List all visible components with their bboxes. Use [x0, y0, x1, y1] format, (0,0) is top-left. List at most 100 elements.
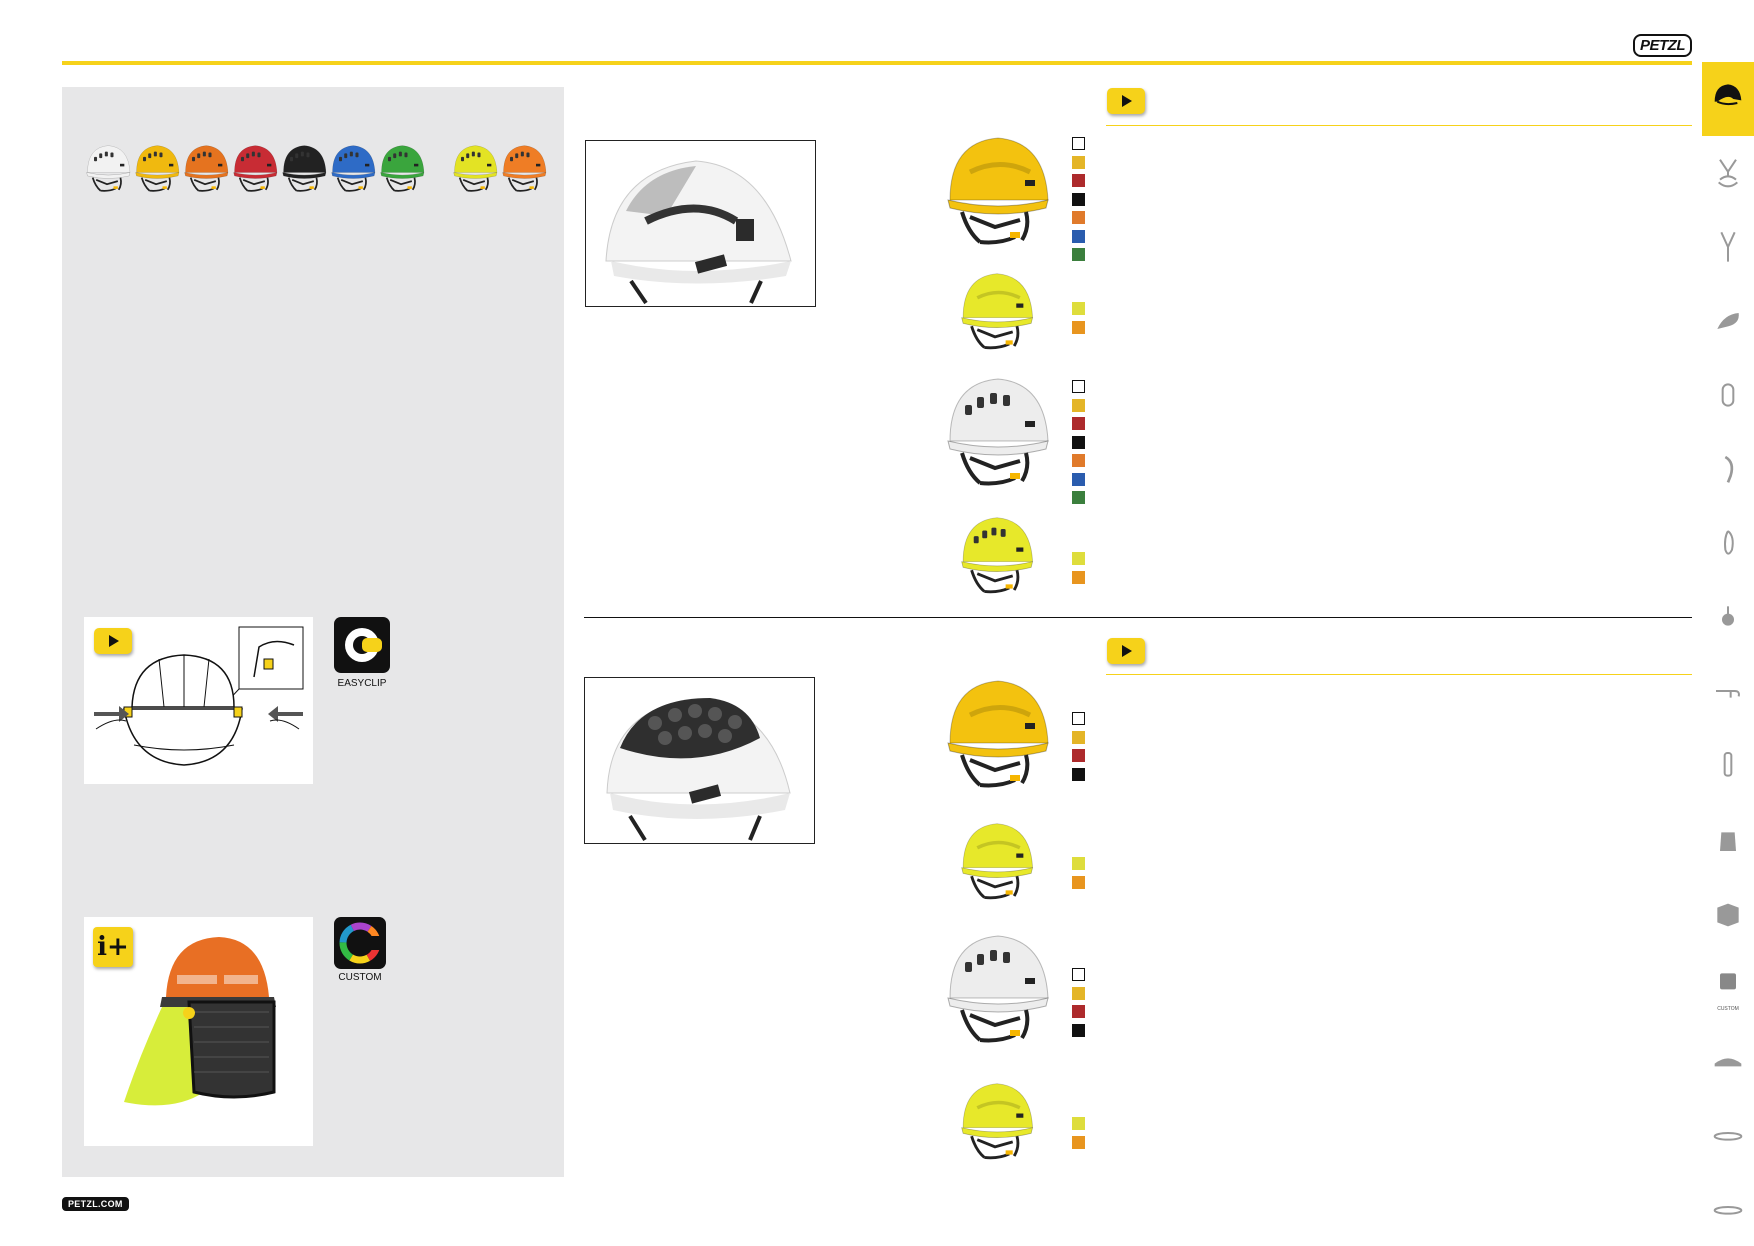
anchor-icon	[1716, 690, 1740, 698]
tab-anchor[interactable]	[1702, 654, 1754, 728]
color-option-helmet	[83, 143, 131, 192]
easyclip-icon	[334, 617, 390, 673]
tab-harness[interactable]	[1702, 136, 1754, 210]
rope-clamp-icon	[1724, 455, 1734, 483]
tab-bag[interactable]	[1702, 802, 1754, 876]
color-swatch	[1072, 1023, 1085, 1037]
info-plus-button[interactable]: i+	[93, 927, 133, 967]
tab-descender[interactable]	[1702, 284, 1754, 358]
header-rule	[62, 61, 1692, 65]
color-swatch	[1072, 767, 1085, 781]
vertex-helmet-variant	[956, 512, 1034, 605]
tab-rope[interactable]	[1702, 728, 1754, 802]
color-option-helmet	[132, 143, 180, 192]
color-swatch	[1072, 1005, 1085, 1018]
strato-helmet-variant	[940, 930, 1050, 1055]
feature-image-shell	[585, 140, 816, 307]
color-swatch	[1072, 986, 1085, 1000]
color-swatch	[1072, 417, 1085, 430]
custom-label: CUSTOM	[338, 972, 382, 983]
section2-video-button[interactable]	[1107, 638, 1145, 664]
color-swatch	[1072, 174, 1085, 187]
color-swatch	[1072, 1135, 1085, 1149]
tab-connector[interactable]	[1702, 506, 1754, 580]
color-wheel-icon	[334, 917, 386, 969]
play-icon	[109, 635, 119, 647]
pulley-icon	[1722, 606, 1734, 626]
petzl-logo: PETZL	[1633, 34, 1692, 57]
color-swatch	[1072, 491, 1085, 504]
custom-icon	[1720, 973, 1736, 990]
color-swatch	[1072, 454, 1085, 467]
tab-lanyard[interactable]	[1702, 210, 1754, 284]
color-swatch	[1072, 137, 1085, 150]
tab-headlamp-band-2[interactable]	[1702, 1172, 1754, 1246]
tab-helmet[interactable]	[1702, 62, 1754, 136]
headlamp-band-icon	[1713, 1132, 1743, 1141]
color-swatch	[1072, 570, 1085, 584]
custom-accessories-image	[84, 917, 313, 1146]
custom-tab-caption: CUSTOM	[1717, 1006, 1739, 1012]
tab-kit-box[interactable]	[1702, 876, 1754, 950]
color-swatch	[1072, 211, 1085, 224]
strato-helmet-variant	[940, 675, 1050, 800]
color-swatch	[1072, 1117, 1085, 1130]
color-option-helmet	[499, 143, 547, 192]
color-swatch	[1072, 229, 1085, 243]
color-swatch	[1072, 155, 1085, 169]
petzl-url[interactable]: PETZL.COM	[62, 1197, 129, 1211]
tab-rope-clamp[interactable]	[1702, 432, 1754, 506]
tab-headlamp-band[interactable]	[1702, 1098, 1754, 1172]
color-swatch	[1072, 857, 1085, 870]
section2-underline	[1106, 674, 1692, 675]
color-swatch	[1072, 248, 1085, 261]
helmet-icon	[1714, 84, 1742, 106]
easyclip-video-button[interactable]	[94, 628, 132, 654]
color-swatch	[1072, 192, 1085, 206]
color-option-helmet	[230, 143, 278, 192]
color-swatch	[1072, 552, 1085, 565]
color-option-helmet	[279, 143, 327, 192]
color-swatch	[1072, 320, 1085, 334]
connector-icon	[1724, 530, 1734, 555]
carabiner-icon	[1721, 383, 1735, 407]
color-swatch	[1072, 968, 1085, 981]
color-option-helmet	[450, 143, 498, 192]
vertex-helmet-variant	[956, 268, 1034, 361]
tab-custom[interactable]: CUSTOM	[1702, 950, 1754, 1024]
helmet-with-visor-photo	[124, 937, 276, 1106]
color-swatch	[1072, 749, 1085, 762]
tab-carabiner[interactable]	[1702, 358, 1754, 432]
bag-icon	[1720, 832, 1736, 851]
vertex-helmet-variant	[940, 132, 1050, 257]
section-divider	[584, 617, 1692, 618]
helmet-color-row	[83, 143, 553, 193]
tab-headlamp[interactable]	[1702, 1024, 1754, 1098]
headlamp-band-icon-2	[1713, 1206, 1743, 1215]
color-swatch	[1072, 302, 1085, 315]
visor-attach-drawing	[94, 626, 304, 766]
color-swatch	[1072, 435, 1085, 449]
color-option-helmet	[377, 143, 425, 192]
vertex-helmet-variant	[940, 373, 1050, 498]
color-swatch	[1072, 712, 1085, 725]
color-option-helmet	[181, 143, 229, 192]
tab-pulley[interactable]	[1702, 580, 1754, 654]
headlamp-icon	[1714, 1058, 1742, 1067]
section1-underline	[1106, 125, 1692, 126]
descender-icon	[1717, 313, 1739, 329]
section1-video-button[interactable]	[1107, 88, 1145, 114]
color-option-helmet	[328, 143, 376, 192]
color-swatch	[1072, 380, 1085, 393]
color-swatch	[1072, 730, 1085, 744]
color-swatch	[1072, 472, 1085, 486]
feature-image-foam	[584, 677, 815, 844]
color-swatch	[1072, 398, 1085, 412]
play-icon	[1122, 95, 1132, 107]
rope-icon	[1723, 752, 1733, 777]
strato-helmet-variant	[956, 818, 1034, 911]
color-swatch	[1072, 875, 1085, 889]
harness-icon	[1718, 159, 1738, 188]
easyclip-label: EASYCLIP	[337, 678, 387, 689]
lanyard-icon	[1720, 231, 1736, 262]
